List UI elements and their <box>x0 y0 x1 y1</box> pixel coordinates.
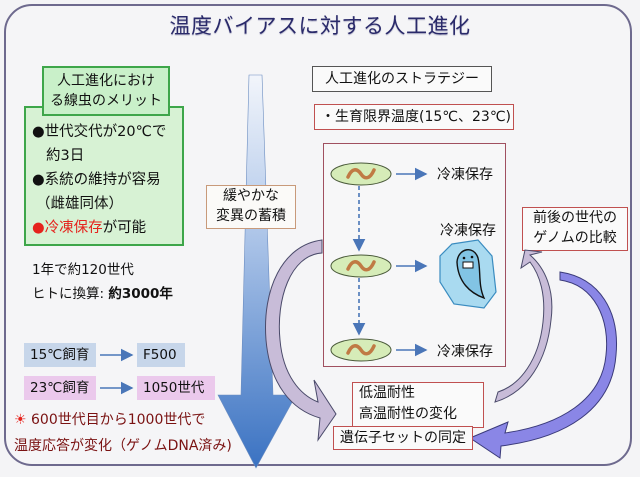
culture-plate-2 <box>330 254 392 278</box>
merit-header-line2: る線虫のメリット <box>50 93 162 109</box>
bullet-icon: ● <box>32 220 45 236</box>
note-line1: ☀ 600世代目から1000世代で <box>14 412 206 428</box>
rearing-15-condition: 15℃飼育 <box>24 343 96 367</box>
merit-item: ●世代交代が20℃で <box>32 124 167 140</box>
frozen-worm-icon <box>439 239 497 309</box>
freeze-label-1: 冷凍保存 <box>437 167 493 183</box>
freeze-label-2: 冷凍保存 <box>440 223 496 239</box>
bullet-icon: ● <box>32 172 45 188</box>
rearing-23-condition: 23℃飼育 <box>24 376 96 400</box>
merit-item: ●冷凍保存が可能 <box>32 220 147 236</box>
left-curved-arrow <box>264 239 337 442</box>
merit-item: ●系統の維持が容易 <box>32 172 161 188</box>
human-equivalent: ヒトに換算: 約3000年 <box>32 286 173 302</box>
culture-plate-1 <box>330 162 392 186</box>
bullet-icon: ● <box>32 124 45 140</box>
rearing-15-result: F500 <box>137 343 185 367</box>
generations-per-year: 1年で約120世代 <box>32 262 134 278</box>
right-upward-arrow <box>494 249 553 403</box>
merit-header-line1: 人工進化におけ <box>57 73 155 89</box>
culture-plate-3 <box>330 338 392 362</box>
highlight-text: 冷凍保存 <box>44 220 103 236</box>
worm-icon <box>346 168 376 180</box>
worm-icon <box>346 344 376 356</box>
temperature-tolerance-change: 低温耐性 高温耐性の変化 <box>352 382 484 428</box>
limit-temperature: ・生育限界温度(15℃、23℃) <box>314 104 514 130</box>
worm-icon <box>346 260 376 272</box>
slide-title: 温度バイアスに対する人工進化 <box>169 14 471 38</box>
slow-accumulation-label: 緩やかな 変異の蓄積 <box>206 185 296 229</box>
merit-header: 人工進化におけ る線虫のメリット <box>42 66 170 116</box>
strategy-title: 人工進化のストラテジー <box>312 66 492 92</box>
merit-item-continuation: 約3日 <box>46 148 85 164</box>
merit-item-continuation: （雌雄同体） <box>36 196 123 212</box>
blue-curved-arrow <box>468 271 618 459</box>
gene-set-identification: 遺伝子セットの同定 <box>333 426 473 450</box>
freeze-label-3: 冷凍保存 <box>437 344 493 360</box>
big-down-arrow <box>217 74 297 469</box>
sun-icon: ☀ <box>14 412 27 428</box>
rearing-23-result: 1050世代 <box>137 376 215 400</box>
genome-comparison-label: 前後の世代の ゲノムの比較 <box>522 207 628 251</box>
note-line2: 温度応答が変化（ゲノムDNA済み) <box>14 438 232 454</box>
